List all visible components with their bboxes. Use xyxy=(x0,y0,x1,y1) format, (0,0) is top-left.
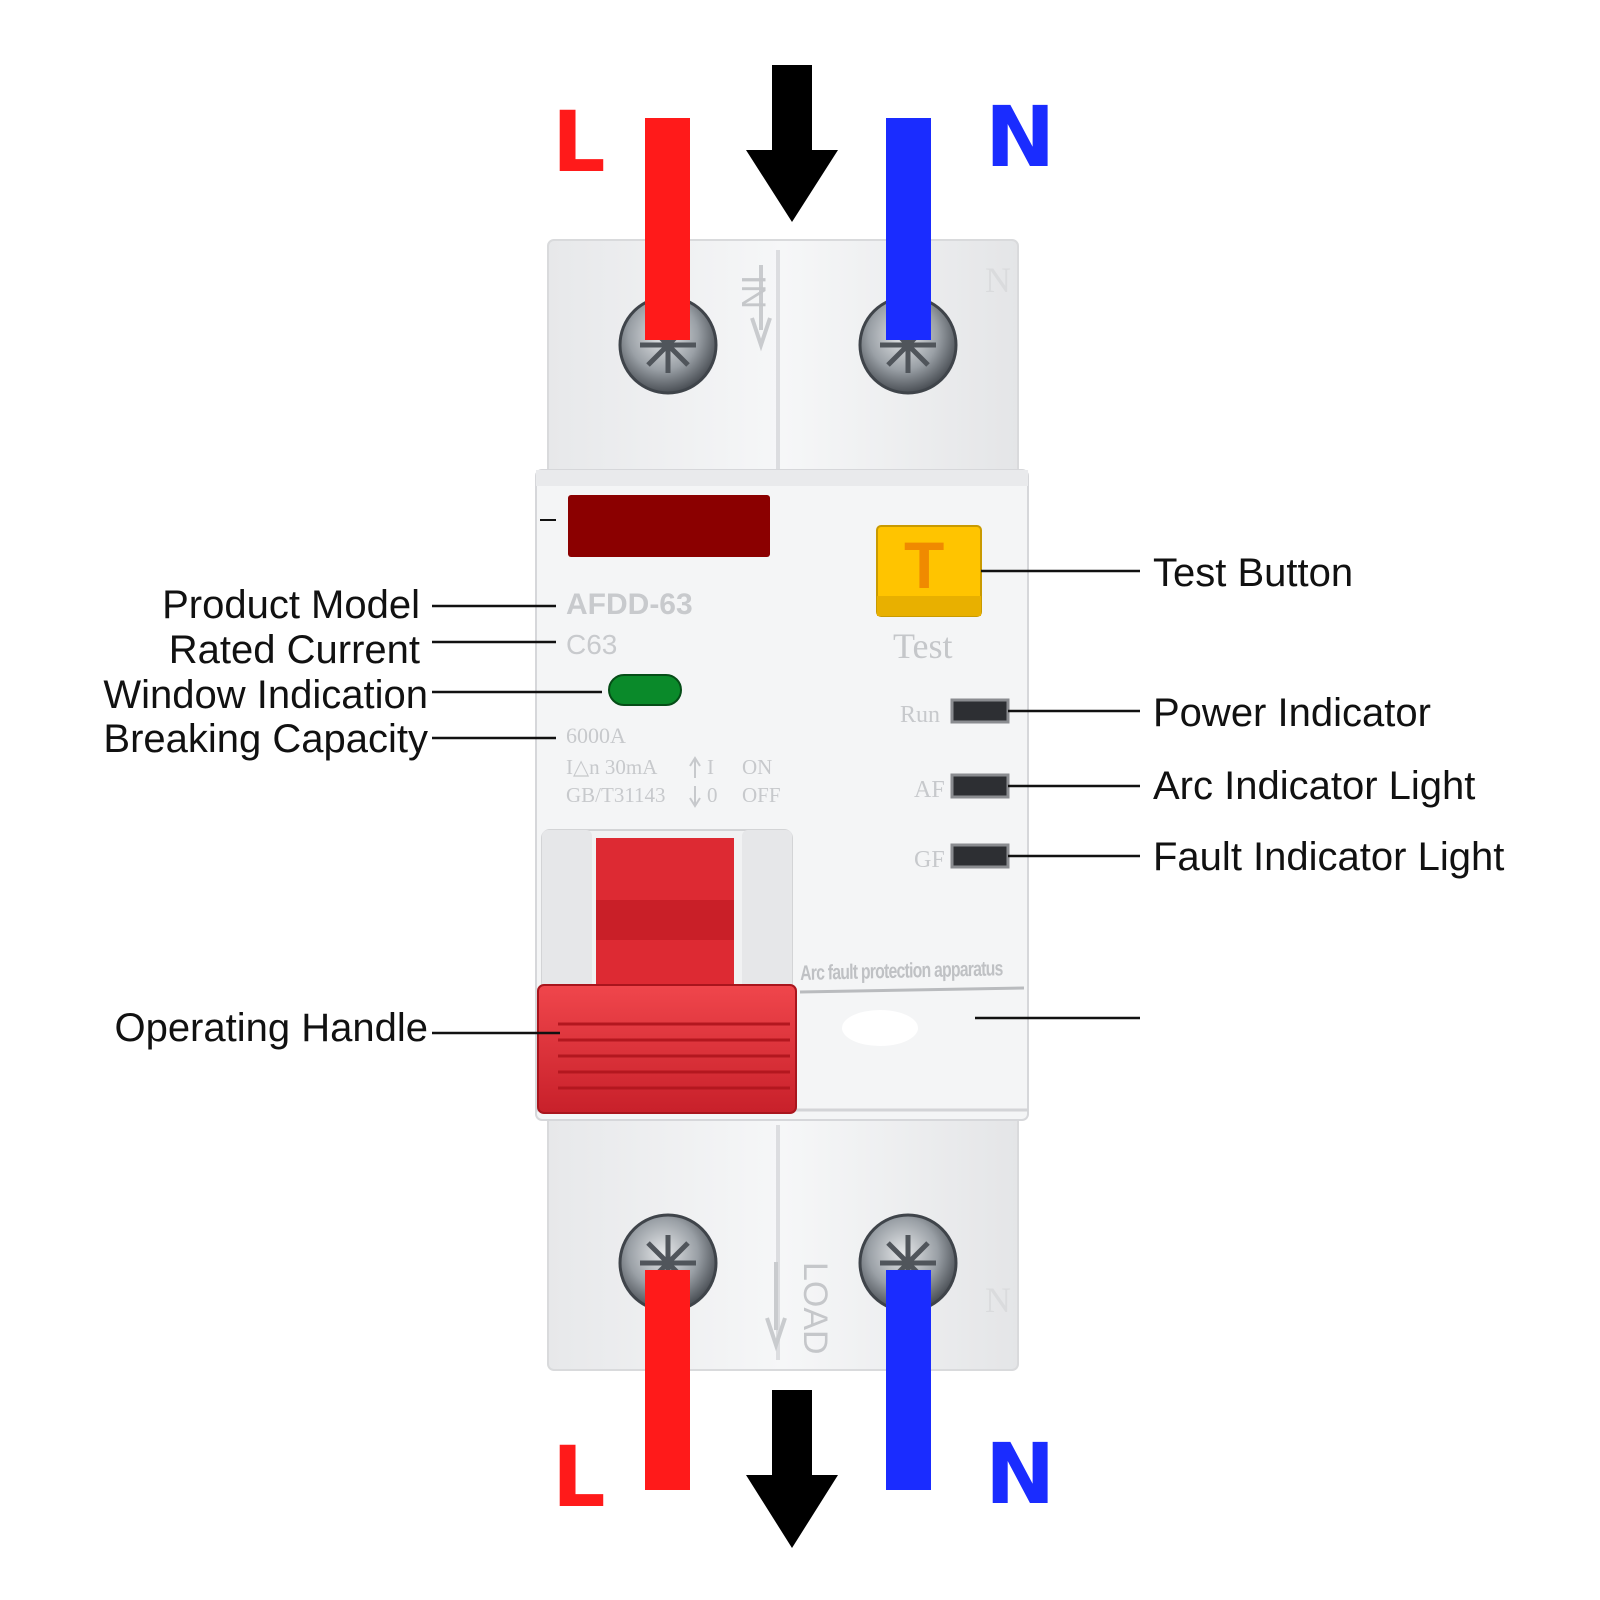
product-model-text: AFDD-63 xyxy=(566,588,693,621)
spec-line-1: I△n 30mA xyxy=(566,755,658,779)
neutral-wire-bottom xyxy=(886,1270,931,1490)
screw-top-left xyxy=(618,295,718,395)
screw-bottom-right xyxy=(858,1213,958,1313)
terminal-label-top-right: N xyxy=(985,88,1056,186)
apparatus-underline xyxy=(799,986,1025,994)
test-text: Test xyxy=(893,626,953,666)
terminal-label-bottom-left: L xyxy=(552,1428,606,1526)
off-arrow xyxy=(689,786,701,808)
callout-operating-handle: Operating Handle xyxy=(114,1006,428,1050)
load-label: LOAD xyxy=(796,1262,834,1355)
on-symbol: I xyxy=(707,755,714,779)
callout-test-button: Test Button xyxy=(1153,551,1354,595)
operating-handle[interactable] xyxy=(537,984,797,1114)
callout-breaking-capacity: Breaking Capacity xyxy=(103,717,428,761)
run-text: Run xyxy=(900,702,941,728)
screw-top-right xyxy=(858,295,958,395)
handle-pivot-right xyxy=(742,830,792,990)
output-arrow xyxy=(746,1390,838,1548)
test-button-letter: T xyxy=(904,528,945,602)
blank-patch xyxy=(842,1010,918,1046)
rated-current-text: C63 xyxy=(566,629,618,660)
af-text: AF xyxy=(914,777,945,803)
callout-rated-current: Rated Current xyxy=(168,628,420,672)
bottom-terminal-divider xyxy=(776,1125,780,1360)
breaking-capacity-text: 6000A xyxy=(566,723,626,748)
run-indicator-light xyxy=(950,698,1010,724)
test-button-shade xyxy=(877,596,981,616)
handle-stem-shade xyxy=(596,900,734,940)
off-symbol: 0 xyxy=(707,783,718,807)
on-text: ON xyxy=(742,755,773,779)
on-arrow xyxy=(689,756,701,778)
load-emboss-arrow xyxy=(765,1262,787,1352)
af-indicator-light xyxy=(950,773,1010,799)
n-mark-top: N xyxy=(985,260,1011,300)
handle-grip-ridges xyxy=(558,1022,790,1090)
top-terminal-divider xyxy=(776,250,780,470)
apparatus-text: Arc fault protection apparatus xyxy=(799,957,1003,985)
callout-fault-indicator: Fault Indicator Light xyxy=(1153,835,1505,879)
label-band xyxy=(568,495,770,557)
callout-window-indication: Window Indication xyxy=(103,673,428,717)
gf-indicator-light xyxy=(950,843,1010,869)
terminal-label-top-left: L xyxy=(552,93,606,191)
spec-line-2: GB/T31143 xyxy=(566,783,666,807)
off-text: OFF xyxy=(742,783,781,807)
terminal-label-bottom-right: N xyxy=(985,1425,1056,1523)
input-arrow xyxy=(746,65,838,222)
device-top-ridge xyxy=(536,470,1028,486)
window-indicator xyxy=(608,674,682,706)
in-emboss-arrow xyxy=(750,265,772,352)
leader-lines xyxy=(432,569,1140,1035)
line-wire-top xyxy=(645,118,690,340)
callout-arc-indicator: Arc Indicator Light xyxy=(1153,764,1476,808)
n-mark-bottom: N xyxy=(985,1280,1011,1320)
neutral-wire-top xyxy=(886,118,931,340)
gf-text: GF xyxy=(914,847,945,873)
line-wire-bottom xyxy=(645,1270,690,1490)
callout-power-indicator: Power Indicator xyxy=(1153,691,1431,735)
in-label: IN xyxy=(734,275,772,309)
callout-product-model: Product Model xyxy=(162,583,420,627)
handle-pivot-left xyxy=(542,830,592,990)
